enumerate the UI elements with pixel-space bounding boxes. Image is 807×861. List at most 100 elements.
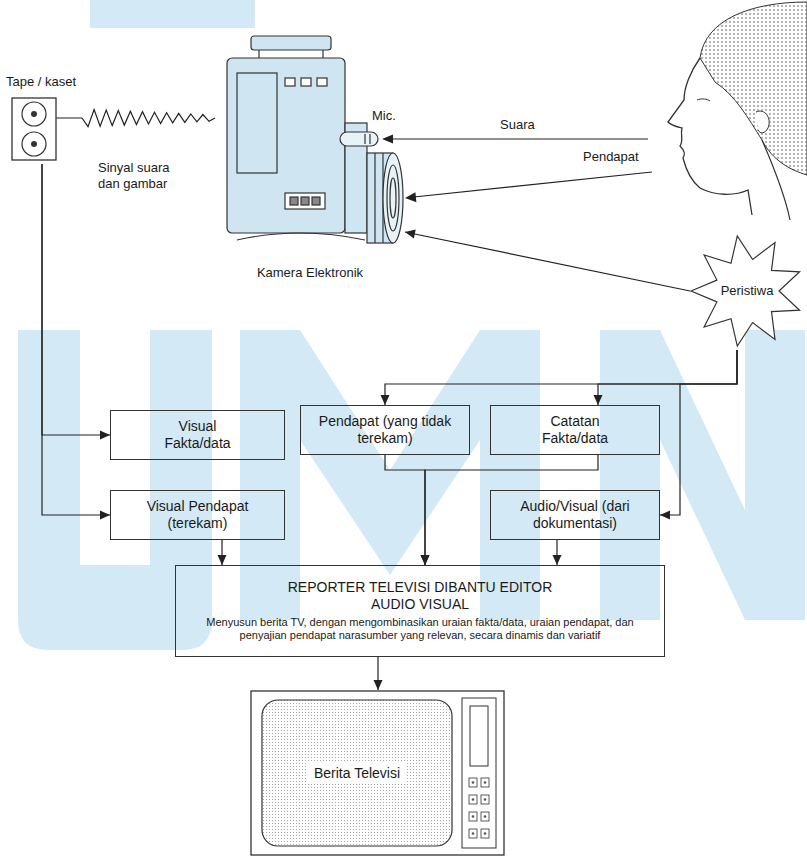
box-label: Visual Fakta/data xyxy=(150,418,245,453)
tv-cabinet xyxy=(251,691,504,855)
arrowhead xyxy=(100,431,110,440)
connector-line xyxy=(385,455,425,565)
tv-button-dot xyxy=(484,798,487,801)
watermark xyxy=(18,0,805,650)
signal-lead xyxy=(56,117,82,118)
process-box: Visual Pendapat (terekam) xyxy=(110,490,285,540)
camera-base xyxy=(237,233,365,240)
callout-label: Mic. xyxy=(372,108,396,124)
box-content: REPORTER TELEVISI DIBANTU EDITOR AUDIO V… xyxy=(189,579,651,643)
arrowhead xyxy=(405,192,416,202)
camera-panel xyxy=(237,73,277,173)
connector-line xyxy=(385,350,737,405)
tv-label: Berita Televisi xyxy=(308,763,406,784)
connector xyxy=(405,230,690,291)
mic-grille xyxy=(364,134,365,144)
arrowhead xyxy=(553,555,562,565)
tv-panel xyxy=(462,698,496,848)
connector-line xyxy=(42,164,110,435)
arrowhead xyxy=(594,395,603,405)
tv-set: Berita Televisi xyxy=(250,690,505,856)
tv-button-dot xyxy=(484,832,487,835)
process-box: Catatan Fakta/data xyxy=(490,405,660,455)
display-digit xyxy=(301,197,309,205)
connector xyxy=(82,110,215,127)
tv-button xyxy=(469,829,477,838)
box-content: Catatan Fakta/data xyxy=(530,413,620,448)
connector xyxy=(374,657,383,690)
tape-cassette: Tape / kaset xyxy=(4,74,82,164)
box-label: Visual Pendapat (terekam) xyxy=(133,498,263,533)
lens-ring xyxy=(374,153,375,243)
screen-area: Berita Televisi xyxy=(262,700,452,846)
connector-line xyxy=(660,350,737,515)
tv-button xyxy=(469,778,477,787)
star-shape xyxy=(691,236,800,346)
lens-glass xyxy=(387,165,399,231)
process-box: Visual Fakta/data xyxy=(110,410,285,460)
camera-handle xyxy=(251,36,331,50)
camera-button xyxy=(301,78,311,86)
microphone xyxy=(340,132,378,146)
camera-button xyxy=(285,78,295,86)
tv-button-dot xyxy=(484,781,487,784)
box-label: Audio/Visual (dari dokumentasi) xyxy=(513,498,638,533)
sound-arrows xyxy=(382,135,652,203)
connector xyxy=(385,455,430,565)
handle-post xyxy=(322,50,323,58)
mic-grille xyxy=(369,134,370,144)
handle-post xyxy=(258,50,259,58)
tv-button-dot xyxy=(472,781,475,784)
connector xyxy=(218,540,227,565)
hair xyxy=(700,2,807,175)
lens-glass xyxy=(390,178,396,218)
arrowhead xyxy=(218,555,227,565)
arrowhead xyxy=(405,230,416,239)
callout-label: Suara xyxy=(500,117,535,133)
connector xyxy=(42,164,110,440)
opinion-arrow-line xyxy=(414,172,652,197)
connector xyxy=(594,350,738,405)
tv-button xyxy=(481,812,489,821)
watermark-shape xyxy=(600,330,805,620)
arrowhead xyxy=(381,395,390,405)
box-content: Audio/Visual (dari dokumentasi) xyxy=(513,498,638,533)
arrowhead xyxy=(382,135,393,144)
connector xyxy=(42,164,110,520)
tv-button-dot xyxy=(472,815,475,818)
face-profile xyxy=(668,58,752,215)
box-body: Menyusun berita TV, dengan mengombinasik… xyxy=(189,616,651,644)
arrowhead xyxy=(374,680,383,690)
label-box: Pendapat xyxy=(583,149,639,165)
tv-button xyxy=(481,795,489,804)
event-star: Peristiwa xyxy=(690,232,804,350)
tv-screen xyxy=(262,700,452,846)
label-box: Suara xyxy=(500,117,535,133)
tv-button-dot xyxy=(484,815,487,818)
box-content: Pendapat (yang tidak terekam) xyxy=(310,413,460,448)
tv-button xyxy=(469,795,477,804)
arrowhead xyxy=(421,555,430,565)
camera-label: Kamera Elektronik xyxy=(257,265,363,281)
reporter-box: REPORTER TELEVISI DIBANTU EDITOR AUDIO V… xyxy=(175,565,665,657)
watermark-block xyxy=(90,0,255,28)
arrowhead xyxy=(100,511,110,520)
tape-reel xyxy=(22,132,46,156)
connector xyxy=(660,350,737,520)
tv-button-dot xyxy=(472,798,475,801)
edge-label: Sinyal suara dan gambar xyxy=(98,160,193,191)
label-box: Mic. xyxy=(372,108,396,124)
camera-body xyxy=(227,58,345,233)
box-heading: REPORTER TELEVISI DIBANTU EDITOR AUDIO V… xyxy=(285,579,555,613)
connector-line xyxy=(598,350,737,405)
display-digit xyxy=(312,197,320,205)
box-label: Catatan Fakta/data xyxy=(530,413,620,448)
process-box: Pendapat (yang tidak terekam) xyxy=(300,405,470,455)
sound-arrow-line xyxy=(390,138,648,139)
eye xyxy=(697,99,710,101)
signal-wave xyxy=(82,110,215,127)
star-label: Peristiwa xyxy=(721,283,774,299)
tape-label: Tape / kaset xyxy=(4,74,76,90)
connector xyxy=(553,540,562,565)
